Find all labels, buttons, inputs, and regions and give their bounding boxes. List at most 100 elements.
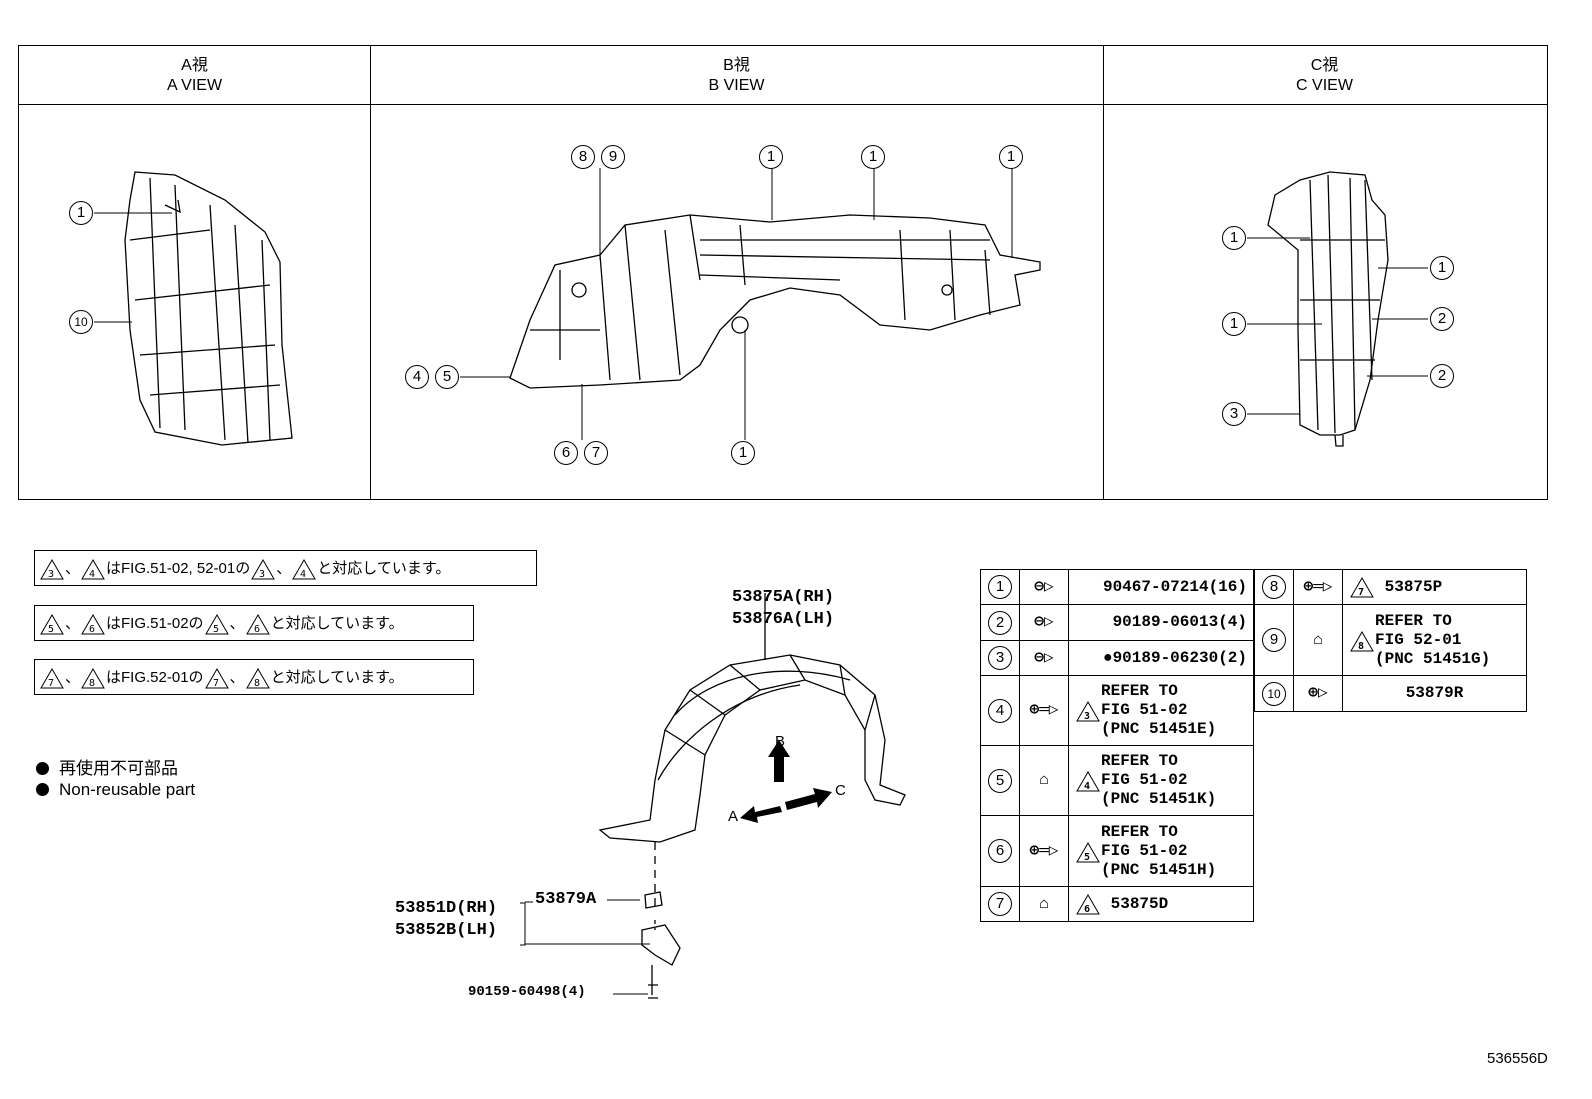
item-number: 1 xyxy=(988,575,1012,599)
svg-text:5: 5 xyxy=(48,624,54,635)
screw-icon: ⊖▷ xyxy=(1019,569,1069,605)
part-number: 90189-06013(4) xyxy=(1068,604,1254,641)
svg-text:3: 3 xyxy=(48,569,54,580)
svg-text:4: 4 xyxy=(300,569,306,580)
svg-text:8: 8 xyxy=(89,678,95,689)
view-b-en: B VIEW xyxy=(708,77,765,94)
legend-jp: 再使用不可部品 xyxy=(36,754,178,779)
view-b-jp: B視 xyxy=(723,57,750,74)
item-number: 8 xyxy=(1262,575,1286,599)
item-number: 2 xyxy=(988,610,1012,635)
clip-part: 53879A xyxy=(535,890,597,909)
part-number: 53875P xyxy=(1384,578,1443,597)
nut-icon: ⌂ xyxy=(1019,886,1069,922)
callout-3: 3 xyxy=(1222,402,1246,426)
callout-7: 7 xyxy=(584,441,608,465)
callout-1: 1 xyxy=(731,441,755,465)
callout-4: 4 xyxy=(405,365,429,389)
nut-icon: ⌂ xyxy=(1019,745,1069,816)
table-row: 3 ⊖▷ ●90189-06230(2) xyxy=(980,640,1254,676)
callout-1: 1 xyxy=(1430,256,1454,280)
view-a-jp: A視 xyxy=(181,57,208,74)
part-cell: 7 53875P xyxy=(1342,569,1527,605)
svg-text:4: 4 xyxy=(89,569,95,580)
callout-2: 2 xyxy=(1430,307,1454,331)
callout-1: 1 xyxy=(999,145,1023,169)
svg-text:5: 5 xyxy=(213,624,219,635)
parts-table-left: 1 ⊖▷ 90467-07214(16) 2 ⊖▷ 90189-06013(4)… xyxy=(980,569,1254,922)
views-panel: A視 A VIEW B視 B VIEW C視 C VIEW xyxy=(18,45,1548,500)
screw-icon: ⊕═▷ xyxy=(1293,569,1343,605)
grommet-icon: ⊕▷ xyxy=(1293,675,1343,712)
svg-text:3: 3 xyxy=(259,569,265,580)
figure-id: 536556D xyxy=(1487,1050,1548,1067)
callout-1: 1 xyxy=(1222,312,1246,336)
item-number: 10 xyxy=(1262,681,1286,706)
item-number: 9 xyxy=(1262,628,1286,652)
arrow-a-label: A xyxy=(728,808,739,825)
callout-1: 1 xyxy=(759,145,783,169)
callout-2: 2 xyxy=(1430,364,1454,388)
bracket-leaders xyxy=(520,899,650,995)
part-number: 53875D xyxy=(1110,895,1169,914)
bullet-icon xyxy=(36,783,49,796)
callout-9: 9 xyxy=(601,145,625,169)
arrow-a-icon xyxy=(740,806,782,823)
svg-text:6: 6 xyxy=(254,624,260,635)
legend-en: Non-reusable part xyxy=(36,780,195,800)
main-liner-drawing xyxy=(598,593,906,999)
view-divider xyxy=(1103,46,1104,499)
svg-text:5: 5 xyxy=(1084,852,1090,863)
svg-text:6: 6 xyxy=(1084,904,1090,915)
bracket-lh: 53852B(LH) xyxy=(395,921,498,940)
view-b-liner-drawing xyxy=(509,214,1041,389)
main-part-lh: 53876A(LH) xyxy=(732,610,835,629)
table-row: 8 ⊕═▷ 7 53875P xyxy=(1254,569,1527,605)
bolt-part: 90159-60498(4) xyxy=(468,984,586,1000)
table-row: 2 ⊖▷ 90189-06013(4) xyxy=(980,604,1254,641)
svg-text:3: 3 xyxy=(1084,711,1090,722)
callout-1: 1 xyxy=(69,201,93,225)
view-divider xyxy=(370,46,371,499)
part-cell: 6 53875D xyxy=(1068,886,1254,922)
svg-text:8: 8 xyxy=(1358,641,1364,652)
bullet-icon xyxy=(36,762,49,775)
part-number: 53879R xyxy=(1342,675,1527,712)
view-c-en: C VIEW xyxy=(1296,77,1353,94)
arrow-c-icon xyxy=(785,788,832,810)
item-number: 5 xyxy=(988,768,1012,793)
item-number: 4 xyxy=(988,698,1012,723)
callout-10: 10 xyxy=(69,310,93,334)
svg-text:7: 7 xyxy=(213,678,219,689)
arrow-c-label: C xyxy=(835,782,846,799)
callout-1: 1 xyxy=(1222,226,1246,250)
item-number: 3 xyxy=(988,646,1012,670)
view-a-en: A VIEW xyxy=(166,77,223,94)
callout-6: 6 xyxy=(554,441,578,465)
screw-icon: ⊕═▷ xyxy=(1019,675,1069,746)
part-number: 90467-07214(16) xyxy=(1068,569,1254,605)
clip-icon: ⊖▷ xyxy=(1019,640,1069,676)
svg-text:8: 8 xyxy=(254,678,260,689)
arrow-b-icon xyxy=(768,740,790,782)
arrow-b-label: B xyxy=(775,733,786,750)
clip-icon: ⊖▷ xyxy=(1019,604,1069,641)
bracket-rh: 53851D(RH) xyxy=(395,899,498,918)
callout-1: 1 xyxy=(861,145,885,169)
svg-text:4: 4 xyxy=(1084,781,1090,792)
callout-5: 5 xyxy=(435,365,459,389)
item-number: 6 xyxy=(988,839,1012,863)
part-number: ●90189-06230(2) xyxy=(1068,640,1254,676)
svg-text:7: 7 xyxy=(1358,587,1364,598)
svg-text:7: 7 xyxy=(48,678,54,689)
